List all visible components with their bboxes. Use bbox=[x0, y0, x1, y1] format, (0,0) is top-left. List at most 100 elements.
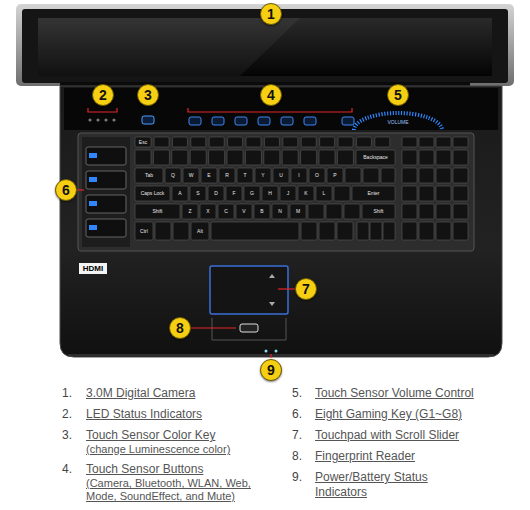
keycap bbox=[153, 150, 169, 165]
keycap bbox=[316, 186, 332, 201]
power-led bbox=[275, 350, 278, 353]
leader-bracket bbox=[88, 108, 117, 112]
key-label: W bbox=[183, 168, 199, 183]
keycap bbox=[356, 150, 395, 165]
feature-name: Power/Battery Status Indicators bbox=[315, 470, 465, 500]
keycap bbox=[419, 186, 434, 201]
keycap bbox=[219, 168, 235, 183]
keycap bbox=[291, 168, 307, 183]
leader-line bbox=[278, 288, 295, 289]
keycap bbox=[419, 137, 434, 147]
key-label: C bbox=[218, 204, 234, 219]
touch-button bbox=[189, 117, 201, 125]
keycap bbox=[211, 222, 299, 240]
keycap bbox=[264, 137, 279, 147]
keycap bbox=[135, 186, 170, 201]
keycap bbox=[344, 204, 360, 219]
key-label: M bbox=[290, 204, 306, 219]
touch-button bbox=[212, 117, 224, 125]
front-edge bbox=[68, 355, 494, 356]
key-label: Backspace bbox=[356, 150, 395, 165]
key-label: Alt bbox=[191, 222, 209, 240]
keycap bbox=[453, 150, 468, 165]
keycap bbox=[228, 137, 243, 147]
keycap bbox=[173, 222, 189, 240]
keycap bbox=[334, 186, 350, 201]
list-number: 7. bbox=[292, 428, 302, 443]
keycap bbox=[183, 168, 199, 183]
callout-number: 4 bbox=[260, 84, 282, 106]
lid-frame bbox=[16, 4, 514, 86]
keycap bbox=[453, 168, 468, 183]
keycap bbox=[308, 204, 324, 219]
keycap bbox=[301, 222, 317, 240]
keycap bbox=[352, 186, 395, 201]
keycap bbox=[375, 137, 390, 147]
led-dot bbox=[112, 118, 115, 121]
keycap bbox=[172, 137, 187, 147]
keycap bbox=[191, 137, 206, 147]
keycap bbox=[273, 168, 289, 183]
keycap bbox=[402, 222, 417, 240]
volume-arc bbox=[354, 113, 442, 130]
key-label: N bbox=[272, 204, 288, 219]
gaming-key-light bbox=[89, 201, 97, 206]
leader-line bbox=[270, 354, 271, 358]
keycap bbox=[301, 137, 316, 147]
keycap bbox=[244, 186, 260, 201]
key-label: G bbox=[244, 186, 260, 201]
keycap bbox=[154, 137, 169, 147]
leader-line bbox=[77, 189, 84, 190]
keycap bbox=[453, 204, 468, 219]
list-number: 3. bbox=[62, 428, 72, 443]
keycap bbox=[436, 204, 451, 219]
touchpad-buttons bbox=[212, 318, 286, 340]
keycap bbox=[190, 186, 206, 201]
feature-name: Touch Sensor Color Key bbox=[86, 428, 215, 443]
gaming-keys bbox=[86, 147, 126, 237]
keycap bbox=[209, 137, 224, 147]
feature-name: Touchpad with Scroll Slider bbox=[315, 428, 459, 443]
key-label: R bbox=[219, 168, 235, 183]
list-number: 6. bbox=[292, 407, 302, 422]
key-label: U bbox=[273, 168, 289, 183]
keycap bbox=[135, 222, 153, 240]
key-label: I bbox=[291, 168, 307, 183]
keycap bbox=[436, 186, 451, 201]
keycap bbox=[309, 168, 325, 183]
keycap bbox=[436, 222, 451, 240]
keycap bbox=[402, 204, 417, 219]
callout-number: 5 bbox=[387, 84, 409, 106]
keycap bbox=[453, 137, 468, 147]
keycap bbox=[356, 137, 371, 147]
keycap bbox=[165, 168, 181, 183]
feature-name: Fingerprint Reader bbox=[315, 449, 415, 464]
touch-buttons bbox=[189, 117, 354, 125]
callout-number: 9 bbox=[260, 359, 282, 381]
feature-name: 3.0M Digital Camera bbox=[86, 386, 195, 401]
keycap bbox=[326, 204, 342, 219]
power-led bbox=[265, 350, 268, 353]
keycap bbox=[264, 150, 280, 165]
keycap bbox=[172, 150, 188, 165]
keycap bbox=[191, 222, 209, 240]
gaming-key-panel bbox=[82, 137, 130, 247]
key-label: T bbox=[237, 168, 253, 183]
key-label: E bbox=[201, 168, 217, 183]
keycap bbox=[419, 168, 434, 183]
key-label: A bbox=[172, 186, 188, 201]
keycap bbox=[362, 204, 395, 219]
led-indicators bbox=[88, 118, 115, 121]
list-number: 8. bbox=[292, 449, 302, 464]
feature-name: LED Status Indicators bbox=[86, 407, 202, 422]
keycap bbox=[280, 186, 296, 201]
touchpad bbox=[210, 266, 288, 314]
hdmi-logo: HDMI bbox=[79, 263, 107, 274]
callout-number: 1 bbox=[260, 3, 282, 25]
keycap bbox=[402, 168, 417, 183]
keycap bbox=[255, 168, 271, 183]
key-label: D bbox=[208, 186, 224, 201]
feature-note: (Camera, Bluetooth, WLAN, Web, Mode, Sou… bbox=[86, 477, 271, 503]
key-label: Q bbox=[165, 168, 181, 183]
led-dot bbox=[96, 118, 99, 121]
